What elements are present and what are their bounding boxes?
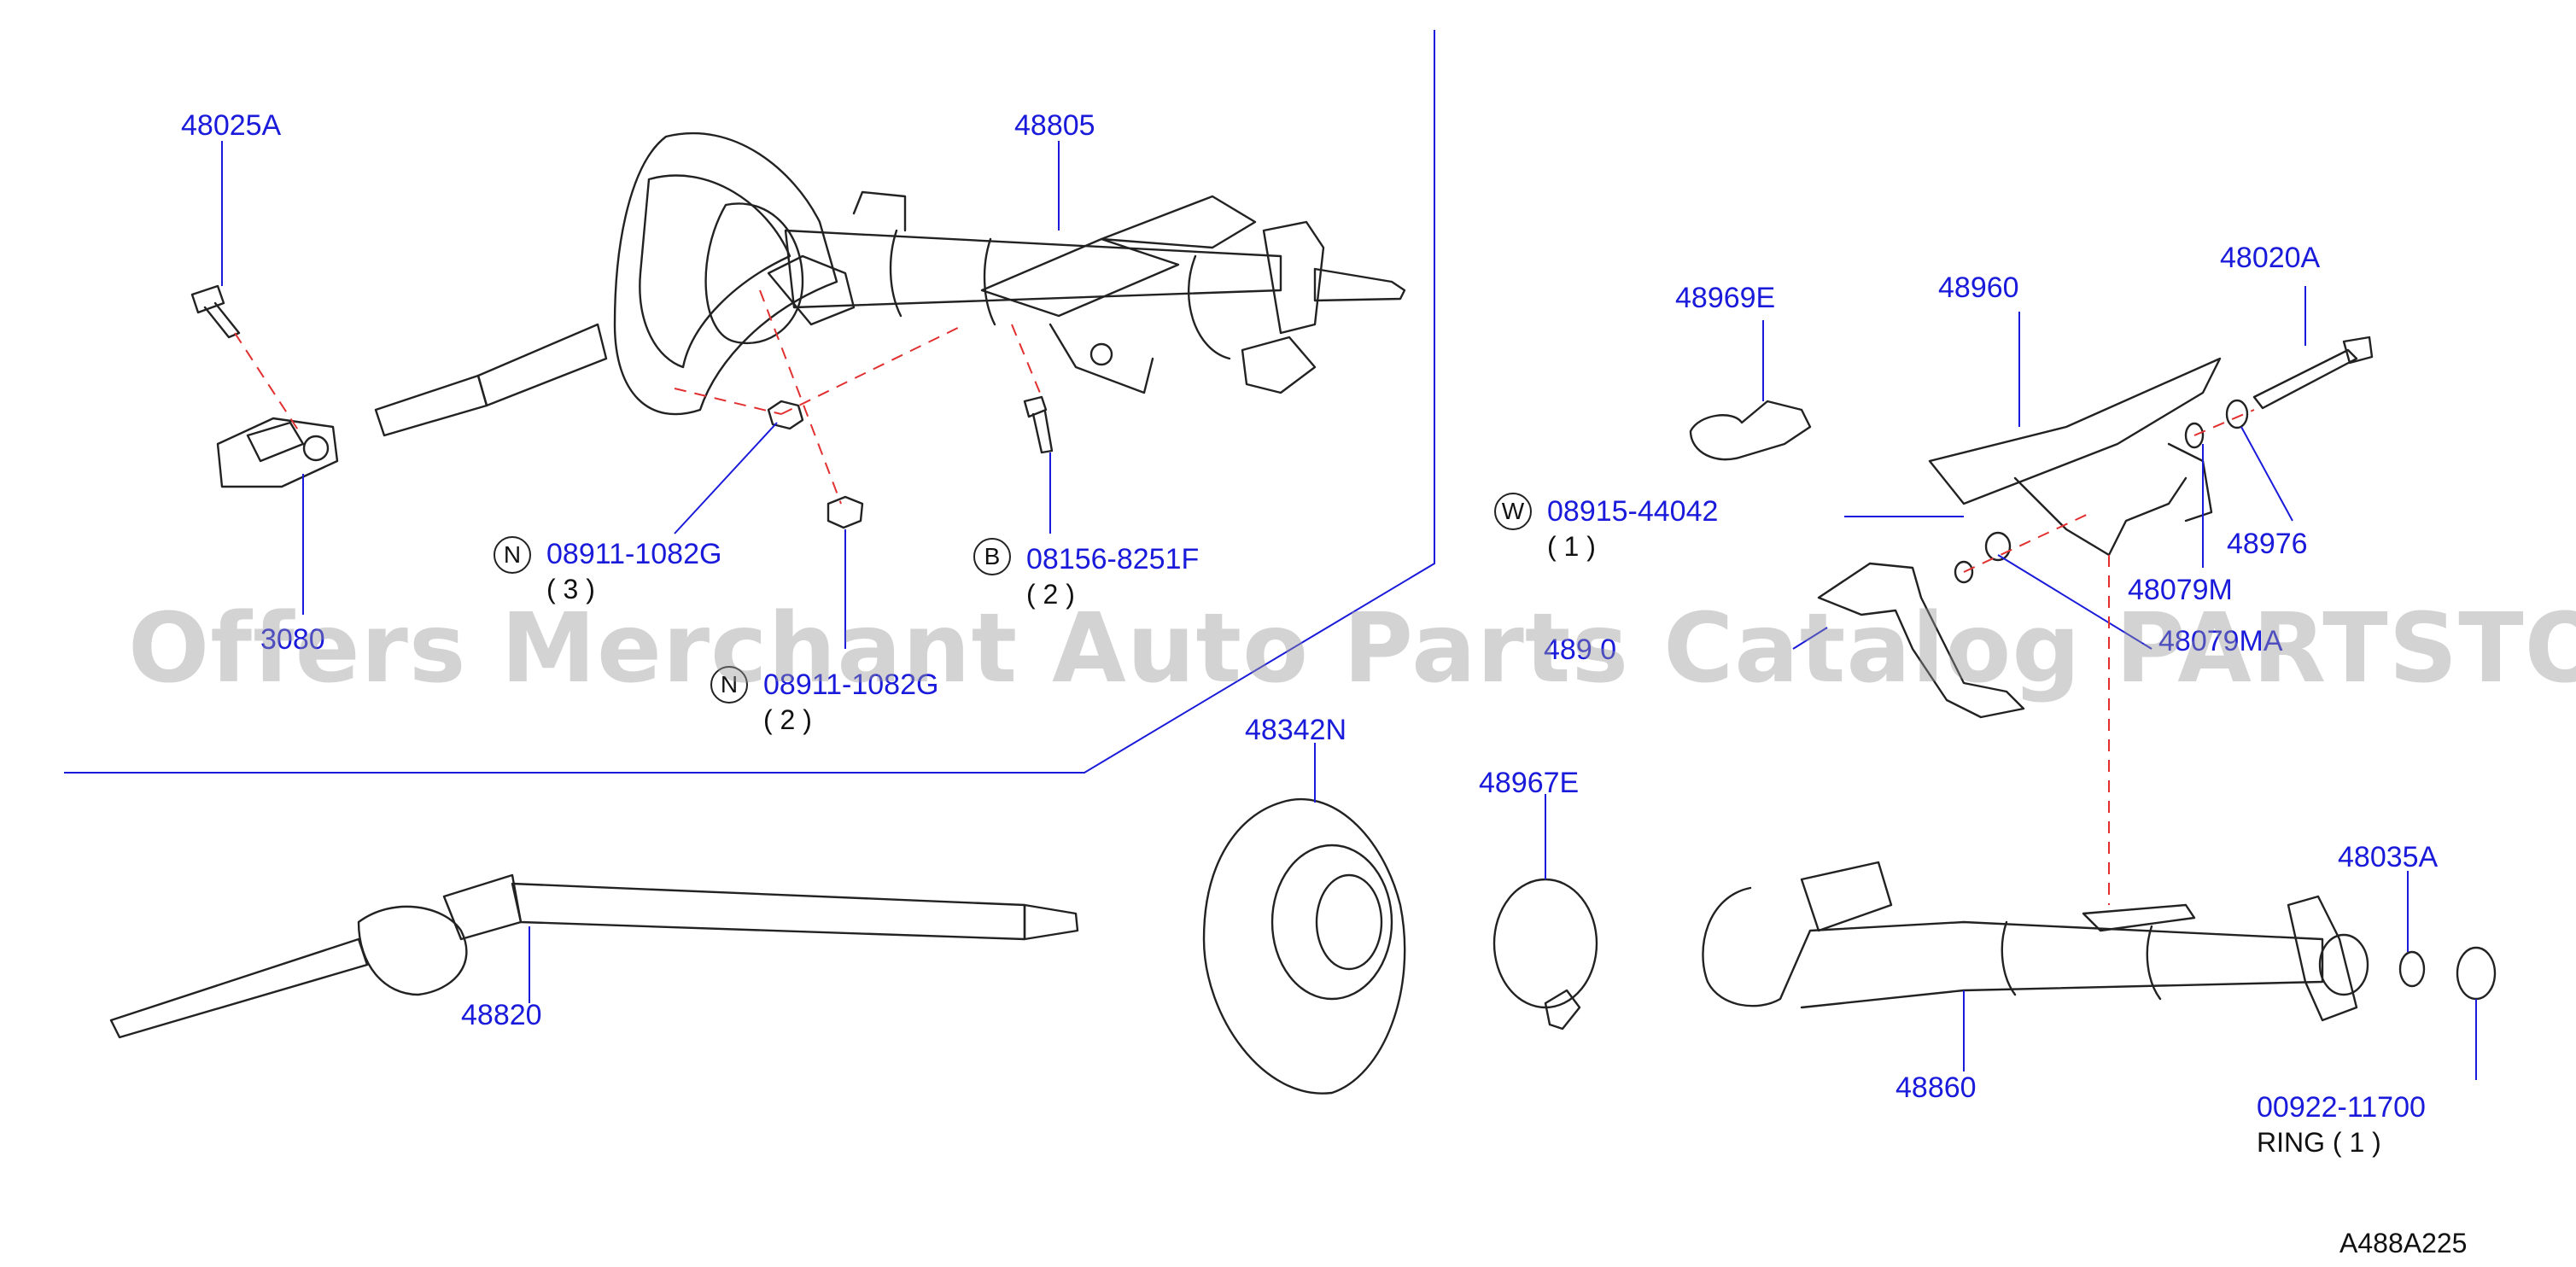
label-48976[interactable]: 48976 bbox=[2227, 528, 2308, 560]
lever-48910-drawing bbox=[1817, 562, 2025, 719]
label-48020a[interactable]: 48020A bbox=[2220, 242, 2321, 274]
qty-08911-1082g-b: ( 2 ) bbox=[763, 704, 812, 735]
section-border bbox=[64, 30, 1435, 774]
badge-n-upper: N bbox=[494, 536, 531, 574]
label-48079ma[interactable]: 48079MA bbox=[2158, 625, 2283, 657]
badge-n-lower: N bbox=[710, 666, 748, 704]
badge-w: W bbox=[1494, 493, 1532, 530]
label-48025a[interactable]: 48025A bbox=[181, 109, 282, 142]
badge-b: B bbox=[973, 538, 1011, 575]
label-08915-44042[interactable]: 08915-44042 bbox=[1547, 495, 1719, 528]
label-48035a[interactable]: 48035A bbox=[2338, 841, 2439, 873]
jacket-48860-drawing bbox=[1702, 861, 2369, 1022]
cover-48342n-drawing bbox=[1202, 797, 1406, 1095]
alignment-dashes bbox=[234, 289, 2255, 905]
label-48342n[interactable]: 48342N bbox=[1245, 714, 1347, 746]
watermark: Offers Merchant Auto Parts Catalog PARTS… bbox=[128, 593, 2576, 704]
label-48079m[interactable]: 48079M bbox=[2128, 574, 2233, 606]
note-ring-qty: RING ( 1 ) bbox=[2257, 1127, 2381, 1158]
label-48967e[interactable]: 48967E bbox=[1479, 767, 1580, 799]
label-08911-1082g-a[interactable]: 08911-1082G bbox=[546, 538, 722, 570]
label-00922-11700[interactable]: 00922-11700 bbox=[2257, 1091, 2426, 1124]
label-48860[interactable]: 48860 bbox=[1895, 1071, 1977, 1104]
label-48805[interactable]: 48805 bbox=[1014, 109, 1095, 142]
cap-48035a-drawing bbox=[2398, 950, 2426, 988]
fasteners-drawing bbox=[767, 395, 1054, 529]
joint-3080-drawing bbox=[216, 417, 339, 488]
label-48969e[interactable]: 48969E bbox=[1675, 282, 1776, 314]
qty-08156-8251f: ( 2 ) bbox=[1026, 579, 1075, 610]
label-3080[interactable]: 3080 bbox=[260, 623, 325, 656]
part-48969e-drawing bbox=[1689, 400, 1812, 461]
label-leaders bbox=[221, 141, 2477, 1080]
column-assembly-drawing bbox=[374, 131, 1406, 437]
bolt-48025a-drawing bbox=[190, 284, 241, 339]
label-48820[interactable]: 48820 bbox=[461, 999, 542, 1031]
washers-drawing bbox=[1954, 399, 2249, 584]
bolt-48020a-drawing bbox=[2252, 336, 2374, 410]
shaft-48820-drawing bbox=[109, 873, 1079, 1039]
label-08156-8251f[interactable]: 08156-8251F bbox=[1026, 543, 1200, 575]
ring-00922-11700-drawing bbox=[2456, 946, 2497, 1001]
diagram-code: A488A225 bbox=[2339, 1228, 2468, 1258]
qty-08915-44042: ( 1 ) bbox=[1547, 531, 1596, 562]
label-08911-1082g-b[interactable]: 08911-1082G bbox=[763, 669, 939, 701]
label-48910[interactable]: 489 0 bbox=[1544, 634, 1617, 666]
bracket-48960-drawing bbox=[1928, 357, 2222, 557]
qty-08911-1082g-a: ( 3 ) bbox=[546, 574, 595, 604]
clamp-48967e-drawing bbox=[1492, 878, 1598, 1031]
label-48960[interactable]: 48960 bbox=[1938, 272, 2019, 304]
